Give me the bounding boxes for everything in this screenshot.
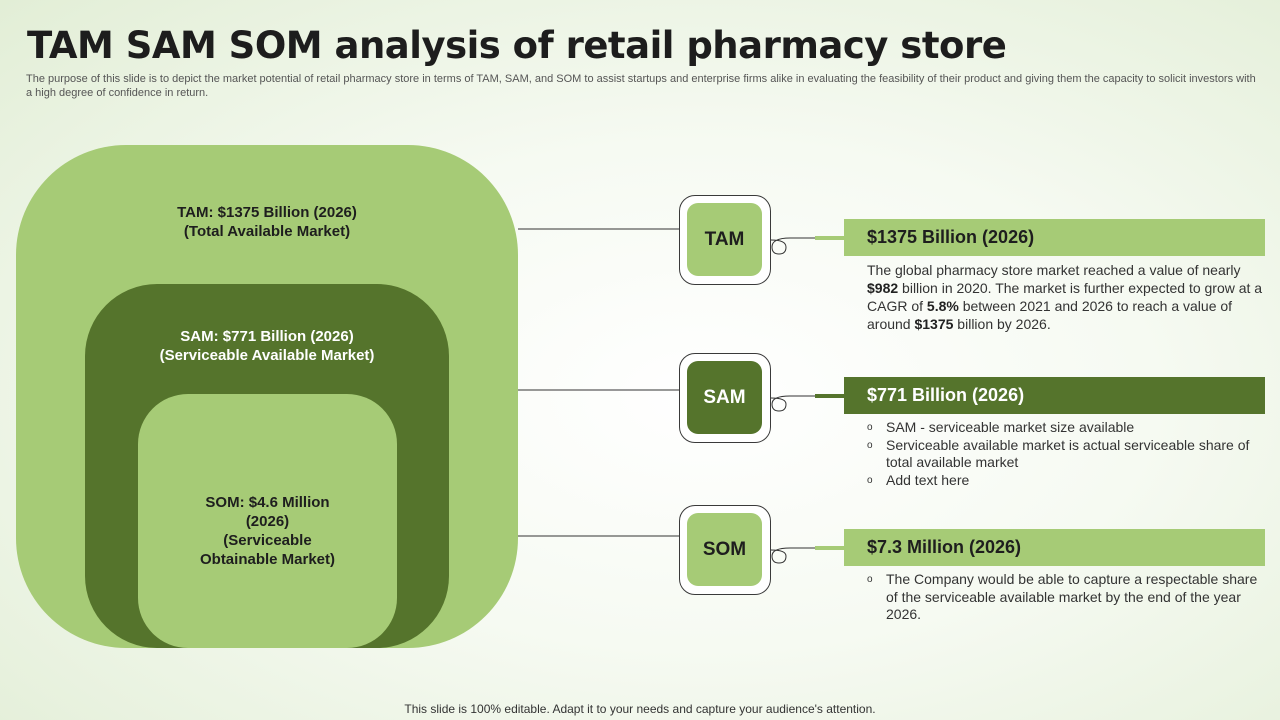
tam-label-value: TAM: $1375 Billion (2026) <box>177 204 357 221</box>
tam-description: The global pharmacy store market reached… <box>867 261 1265 333</box>
page-subtitle: The purpose of this slide is to depict t… <box>26 73 1256 99</box>
som-label-name-1: (Serviceable <box>223 532 312 549</box>
sam-heading: $771 Billion (2026) <box>844 377 1265 414</box>
tam-bar-stub <box>815 236 845 240</box>
sam-node: SAM <box>679 353 771 443</box>
tam-desc-value-2026: $1375 <box>914 316 954 332</box>
list-item: o Add text here <box>867 472 1265 490</box>
som-bullet-list: o The Company would be able to capture a … <box>867 571 1265 624</box>
bullet-marker: o <box>867 439 873 451</box>
sam-bullet-text: SAM - serviceable market size available <box>886 419 1135 435</box>
list-item: o The Company would be able to capture a … <box>867 571 1265 624</box>
tam-bar-connector <box>770 237 816 255</box>
sam-bullet-list: o SAM - serviceable market size available… <box>867 419 1265 489</box>
page-title: TAM SAM SOM analysis of retail pharmacy … <box>27 24 1007 67</box>
tam-desc-part-4: billion by 2026. <box>953 316 1051 332</box>
footer-note: This slide is 100% editable. Adapt it to… <box>404 702 876 716</box>
tam-desc-cagr: 5.8% <box>926 298 959 314</box>
som-node: SOM <box>679 505 771 595</box>
som-bar-connector <box>770 547 816 564</box>
sam-bullet-text: Add text here <box>886 471 970 488</box>
som-heading: $7.3 Million (2026) <box>844 529 1265 566</box>
tam-desc-value-2020: $982 <box>867 280 899 296</box>
som-bullet-text: The Company would be able to capture a r… <box>886 571 1258 622</box>
sam-bar-connector <box>770 395 816 412</box>
bullet-marker: o <box>867 574 873 585</box>
som-region <box>138 394 397 648</box>
bullet-marker: o <box>867 474 873 486</box>
sam-node-label: SAM <box>687 361 762 434</box>
tam-heading: $1375 Billion (2026) <box>844 219 1265 256</box>
sam-bullet-text: Serviceable available market is actual s… <box>886 436 1250 471</box>
tam-desc-part-3: between 2021 and 2026 to reach a value o… <box>867 298 1233 332</box>
som-label-year: (2026) <box>245 513 290 530</box>
list-item: o SAM - serviceable market size available <box>867 419 1265 437</box>
tam-label: TAM: $1375 Billion (2026) (Total Availab… <box>16 203 518 241</box>
tam-node: TAM <box>679 195 771 285</box>
tam-label-name: (Total Available Market) <box>183 223 351 240</box>
som-label: SOM: $4.6 Million (2026) (Serviceable Ob… <box>170 493 365 569</box>
som-bar-stub <box>815 546 845 550</box>
sam-label: SAM: $771 Billion (2026) (Serviceable Av… <box>85 327 449 365</box>
som-label-name-2: Obtainable Market) <box>199 551 336 568</box>
sam-label-value: SAM: $771 Billion (2026) <box>180 328 354 345</box>
tam-node-label: TAM <box>687 203 762 276</box>
bullet-marker: o <box>867 422 873 433</box>
tam-desc-part-2: billion in 2020. The market is further e… <box>867 280 1263 314</box>
som-node-label: SOM <box>687 513 762 586</box>
list-item: o Serviceable available market is actual … <box>867 437 1265 472</box>
tam-desc-part-1: The global pharmacy store market reached… <box>867 262 1241 278</box>
som-label-value: SOM: $4.6 Million <box>205 494 330 511</box>
sam-label-name: (Serviceable Available Market) <box>159 347 375 364</box>
sam-bar-stub <box>815 394 845 398</box>
